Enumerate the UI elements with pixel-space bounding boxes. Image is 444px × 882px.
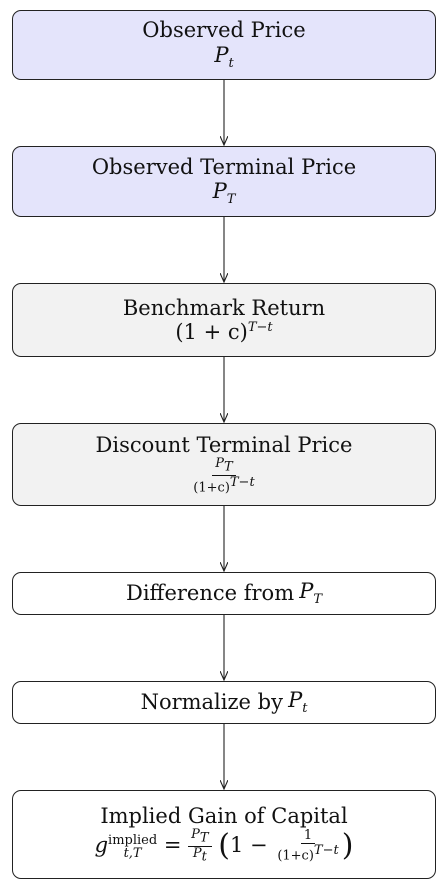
node-benchmark-return: Benchmark Return (1 + c)T−t (12, 283, 436, 357)
fraction: PT (1+c)T−t (193, 456, 255, 496)
node-discount-terminal-price: Discount Terminal Price PT (1+c)T−t (12, 423, 436, 506)
node-difference-from-pt: Difference from PT (12, 572, 436, 615)
node-normalize-by-pt: Normalize by Pt (12, 681, 436, 724)
node-formula: PT (212, 179, 236, 208)
node-observed-price: Observed Price Pt (12, 10, 436, 80)
fraction-discount: 1 (1+c)T−t (277, 828, 339, 864)
fraction-pt-ratio: PT Pt (188, 828, 212, 865)
node-title: Benchmark Return (122, 295, 326, 320)
node-observed-terminal-price: Observed Terminal Price PT (12, 146, 436, 217)
node-title: Implied Gain of Capital (100, 804, 348, 829)
node-formula: Pt (288, 687, 308, 717)
node-formula: PT (1+c)T−t (190, 457, 257, 496)
node-title: Observed Terminal Price (91, 154, 357, 179)
node-title: Observed Price (142, 18, 306, 43)
node-title: Difference from (125, 581, 295, 606)
node-title: Discount Terminal Price (95, 433, 353, 458)
node-formula: (1 + c)T−t (175, 320, 273, 344)
node-formula: PT (299, 578, 323, 608)
node-formula: Pt (214, 42, 234, 71)
node-title: Normalize by (140, 690, 283, 715)
